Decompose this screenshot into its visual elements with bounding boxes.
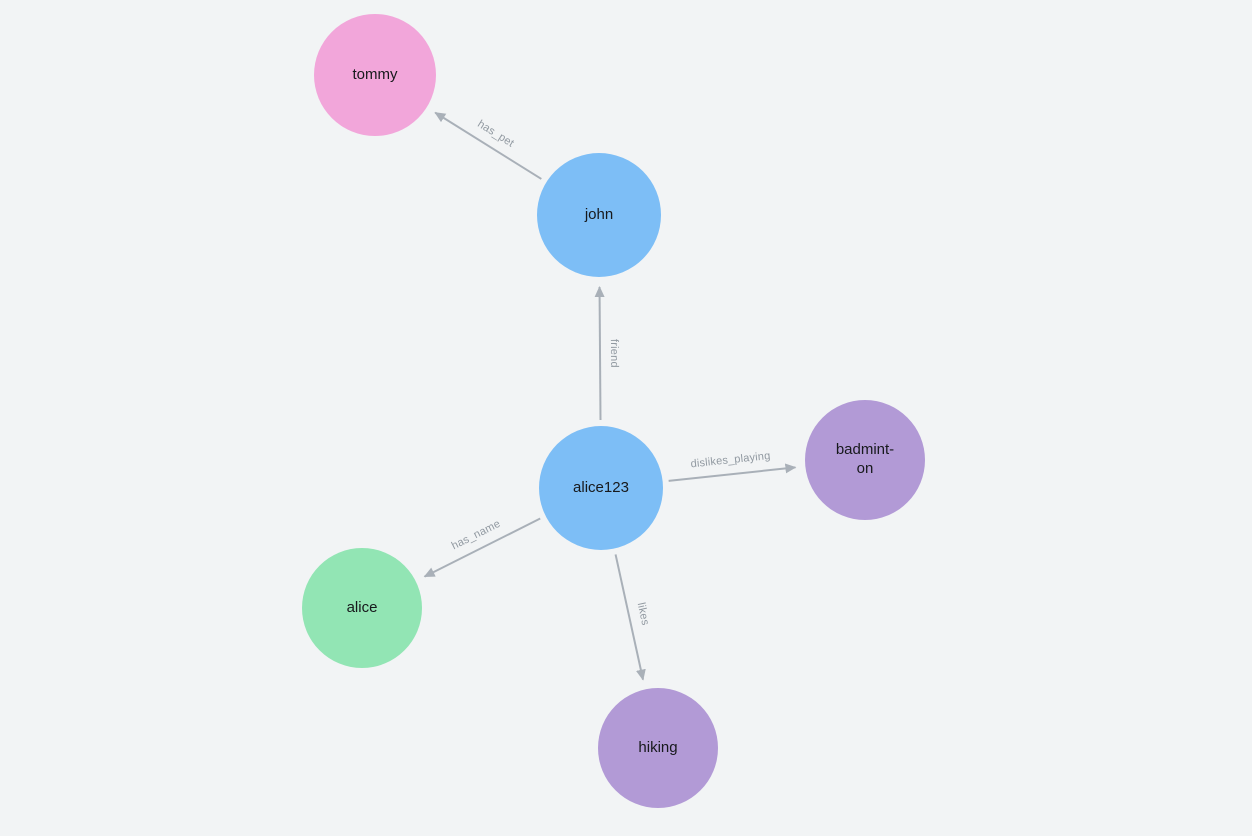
node-badminton[interactable]: badmint-on (805, 400, 925, 520)
edge-line-has_pet (434, 111, 542, 180)
node-label: badmint-on (835, 441, 895, 477)
edge-label-likes: likes (635, 601, 652, 626)
edge-label-has_name: has_name (450, 518, 503, 552)
edge-line-dislikes_playing (668, 463, 797, 482)
node-john[interactable]: john (537, 153, 661, 277)
edge-label-dislikes_playing: dislikes_playing (690, 450, 771, 470)
edge-label-friend: friend (608, 339, 620, 368)
edge-line-has_name (423, 517, 541, 578)
node-label: alice (346, 598, 378, 616)
node-label: john (584, 205, 614, 223)
edge-line-friend (594, 285, 605, 421)
node-tommy[interactable]: tommy (314, 14, 436, 136)
node-alice[interactable]: alice (302, 548, 422, 668)
node-label: hiking (638, 738, 678, 756)
node-hiking[interactable]: hiking (598, 688, 718, 808)
node-alice123[interactable]: alice123 (539, 426, 663, 550)
node-label: alice123 (573, 478, 629, 496)
edge-line-likes (614, 554, 646, 681)
edge-label-has_pet: has_pet (475, 118, 516, 150)
node-label: tommy (352, 65, 398, 83)
